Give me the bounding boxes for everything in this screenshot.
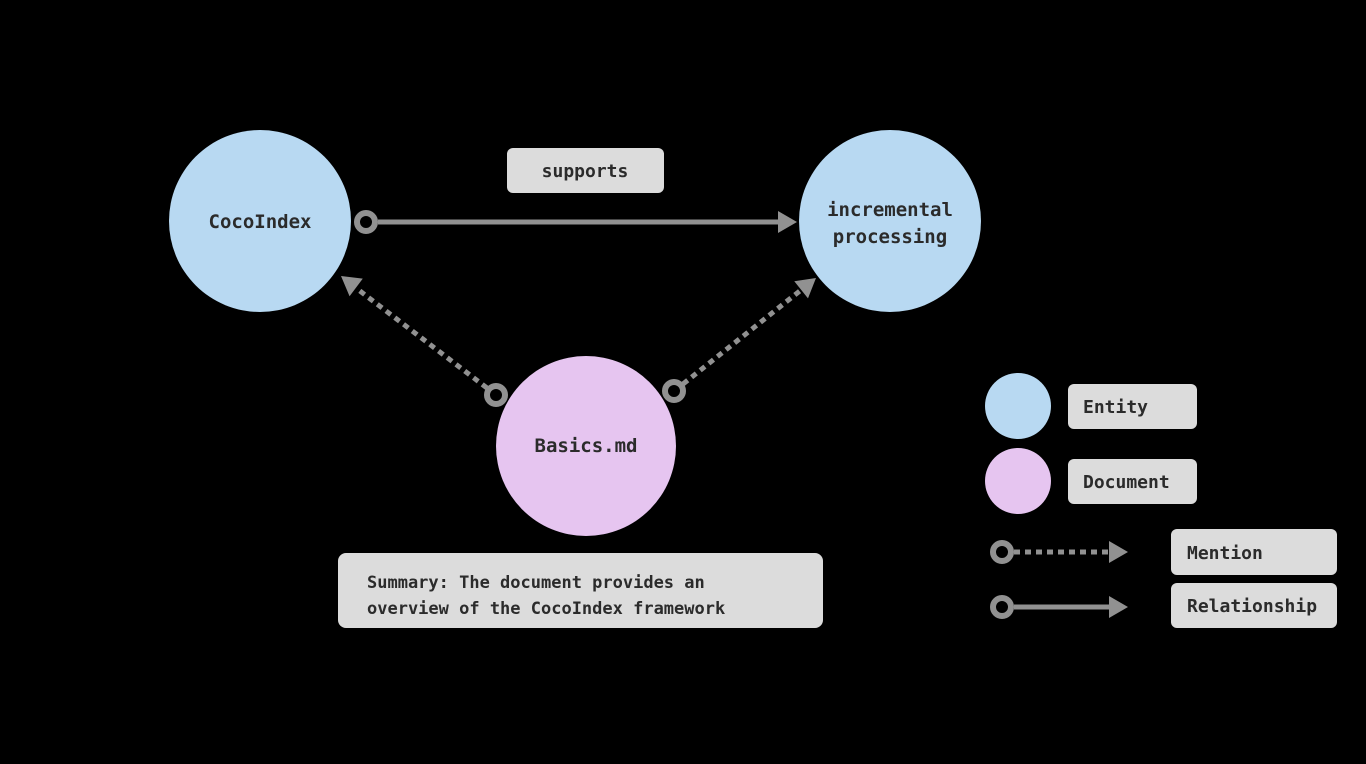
relationship-label-text: Relationship	[1187, 596, 1317, 617]
mention-edge-cocoindex	[341, 276, 508, 407]
node-incremental-processing: incremental processing	[799, 130, 981, 312]
summary-box: Summary: The document provides an overvi…	[338, 553, 823, 628]
mention-edge-line	[681, 288, 803, 386]
entity-label-text: Entity	[1083, 397, 1148, 418]
node-label-line1: incremental	[827, 199, 953, 221]
relationship-swatch-ring	[990, 595, 1014, 619]
relationship-edge-supports: supports	[354, 148, 797, 234]
document-label-text: Document	[1083, 472, 1170, 493]
document-swatch-circle	[985, 448, 1051, 514]
summary-box-background	[338, 553, 823, 628]
document-label-box	[1068, 459, 1197, 504]
node-label: CocoIndex	[209, 211, 312, 233]
entity-node-circle	[799, 130, 981, 312]
edge-source-ring	[484, 383, 508, 407]
mention-swatch-arrowhead	[1109, 541, 1128, 563]
entity-label-box	[1068, 384, 1197, 429]
edge-source-ring	[662, 379, 686, 403]
legend-item-relationship: Relationship	[990, 583, 1337, 628]
mention-edge-arrowhead	[794, 278, 816, 299]
supports-label-box	[507, 148, 664, 193]
legend: Entity Document Mention Relationship	[985, 373, 1337, 628]
entity-swatch-circle	[985, 373, 1051, 439]
legend-item-document: Document	[985, 448, 1197, 514]
mention-swatch-ring	[990, 540, 1014, 564]
edge-source-ring	[354, 210, 378, 234]
node-label-line2: processing	[833, 226, 947, 248]
mention-label-text: Mention	[1187, 543, 1263, 564]
node-label: Basics.md	[535, 435, 638, 457]
summary-text-line2: overview of the CocoIndex framework	[367, 599, 725, 619]
supports-edge-label: supports	[507, 148, 664, 193]
summary-text-line1: Summary: The document provides an	[367, 573, 705, 593]
mention-edge-line	[354, 286, 489, 390]
supports-label-text: supports	[542, 161, 629, 182]
mention-edge-incremental-processing	[662, 278, 816, 403]
node-cocoindex: CocoIndex	[169, 130, 351, 312]
legend-item-entity: Entity	[985, 373, 1197, 439]
relationship-label-box	[1171, 583, 1337, 628]
mention-edge-arrowhead	[341, 276, 363, 297]
entity-node-circle	[169, 130, 351, 312]
node-basics-md: Basics.md	[496, 356, 676, 536]
legend-item-mention: Mention	[990, 529, 1337, 575]
relationship-swatch-arrowhead	[1109, 596, 1128, 618]
mention-label-box	[1171, 529, 1337, 575]
document-node-circle	[496, 356, 676, 536]
relationship-edge-arrowhead	[778, 211, 797, 233]
